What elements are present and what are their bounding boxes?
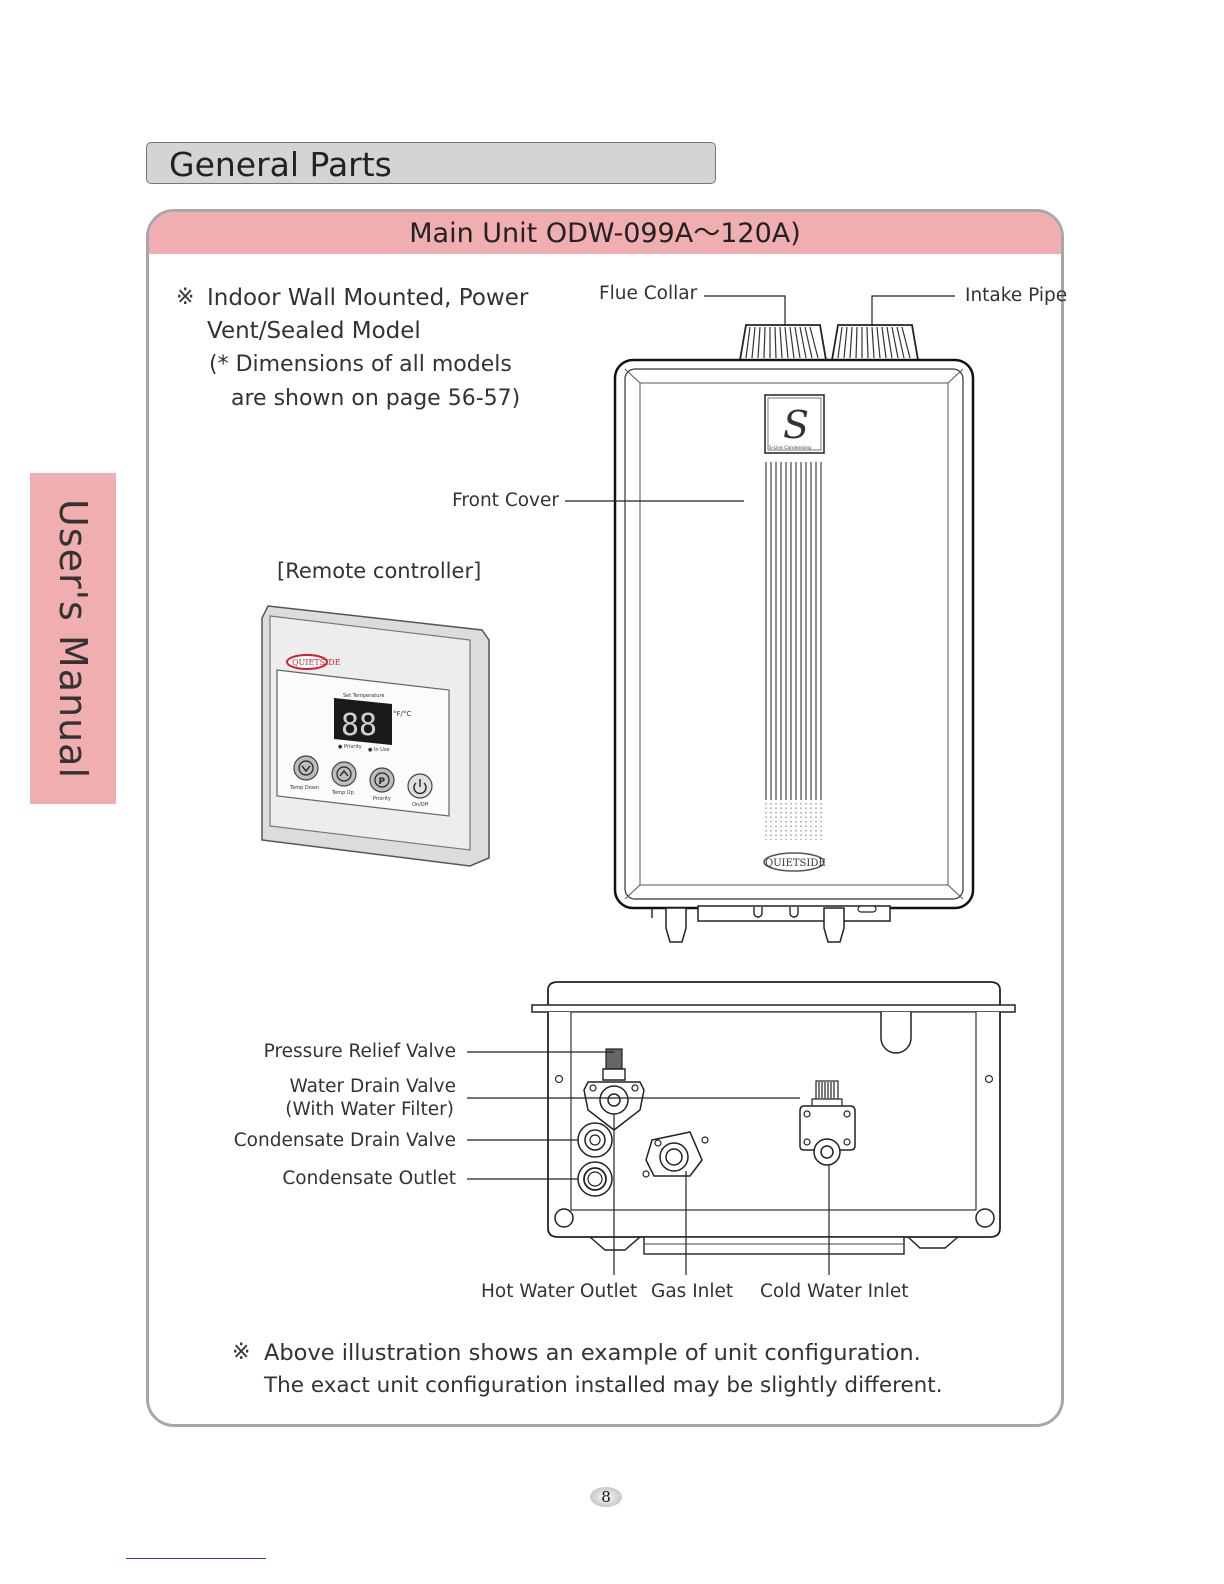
unit-logo-brand: QUIETSIDE [765,858,826,869]
chevron-down-icon [301,765,311,773]
label-gas-inlet: Gas Inlet [651,1281,734,1302]
remote-in-use-indicator: ● In Use [368,747,390,753]
svg-text:Temp Down: Temp Down [289,785,319,791]
label-front-cover: Front Cover [452,490,559,511]
label-condensate-drain-valve: Condensate Drain Valve [233,1130,456,1151]
intro-note-1: (* Dimensions of all models [209,352,512,377]
footer-note-mark: ※ [232,1340,251,1365]
main-unit-bottom-illustration [531,981,1016,1255]
chevron-up-icon [339,769,349,777]
section-title: General Parts [169,145,392,184]
footer-note-line-2: The exact unit configuration installed m… [264,1373,943,1398]
power-icon [413,782,427,795]
sidebar-tab: User's Manual [30,473,116,804]
main-unit-header: Main Unit ODW-099A～120A) [149,212,1061,254]
remote-brand: QUIETSIDE [292,658,341,667]
label-water-filter: (With Water Filter) [285,1099,454,1120]
svg-text:Temp Up: Temp Up [331,790,354,796]
remote-onoff-button[interactable]: On/Off [407,773,433,808]
remote-controller-illustration: QUIETSIDE Set Temperature 88 °F/°C ● Pri… [261,605,490,867]
intro-line-2: Vent/Sealed Model [207,318,421,344]
footer-divider [126,1558,266,1559]
remote-temp-up-button[interactable]: Temp Up [331,761,357,796]
svg-text:On/Off: On/Off [412,802,429,808]
label-hot-water-outlet: Hot Water Outlet [481,1281,638,1302]
main-unit-front-illustration: S S-Line Condensing QUIETSIDE [613,324,975,943]
footer-note-line-1: Above illustration shows an example of u… [264,1340,921,1366]
label-cold-water-inlet: Cold Water Inlet [760,1281,909,1302]
intro-note-2: are shown on page 56-57) [231,386,521,411]
remote-temp-down-button[interactable]: Temp Down [289,755,319,791]
remote-unit: °F/°C [393,710,411,718]
label-condensate-outlet: Condensate Outlet [282,1168,456,1189]
remote-priority-indicator: ● Priority [338,744,362,750]
unit-logo-subtitle: S-Line Condensing [769,445,811,451]
remote-priority-button[interactable]: P Priority [369,767,395,802]
intro-mark: ※ [176,285,195,310]
leader-lines [467,295,955,1275]
intro-line-1: Indoor Wall Mounted, Power [207,285,529,311]
unit-logo-letter: S [783,403,809,447]
svg-text:Priority: Priority [373,796,391,802]
priority-p-icon: P [379,777,386,787]
section-title-bar: General Parts [146,142,716,184]
label-pressure-relief-valve: Pressure Relief Valve [263,1041,456,1062]
label-flue-collar: Flue Collar [599,283,698,304]
remote-caption: [Remote controller] [277,559,482,583]
label-water-drain-valve: Water Drain Valve [289,1076,456,1097]
remote-set-temp: Set Temperature [343,693,384,699]
label-intake-pipe: Intake Pipe [965,285,1068,306]
page-number: 8 [590,1487,622,1507]
remote-display: 88 [341,708,377,743]
